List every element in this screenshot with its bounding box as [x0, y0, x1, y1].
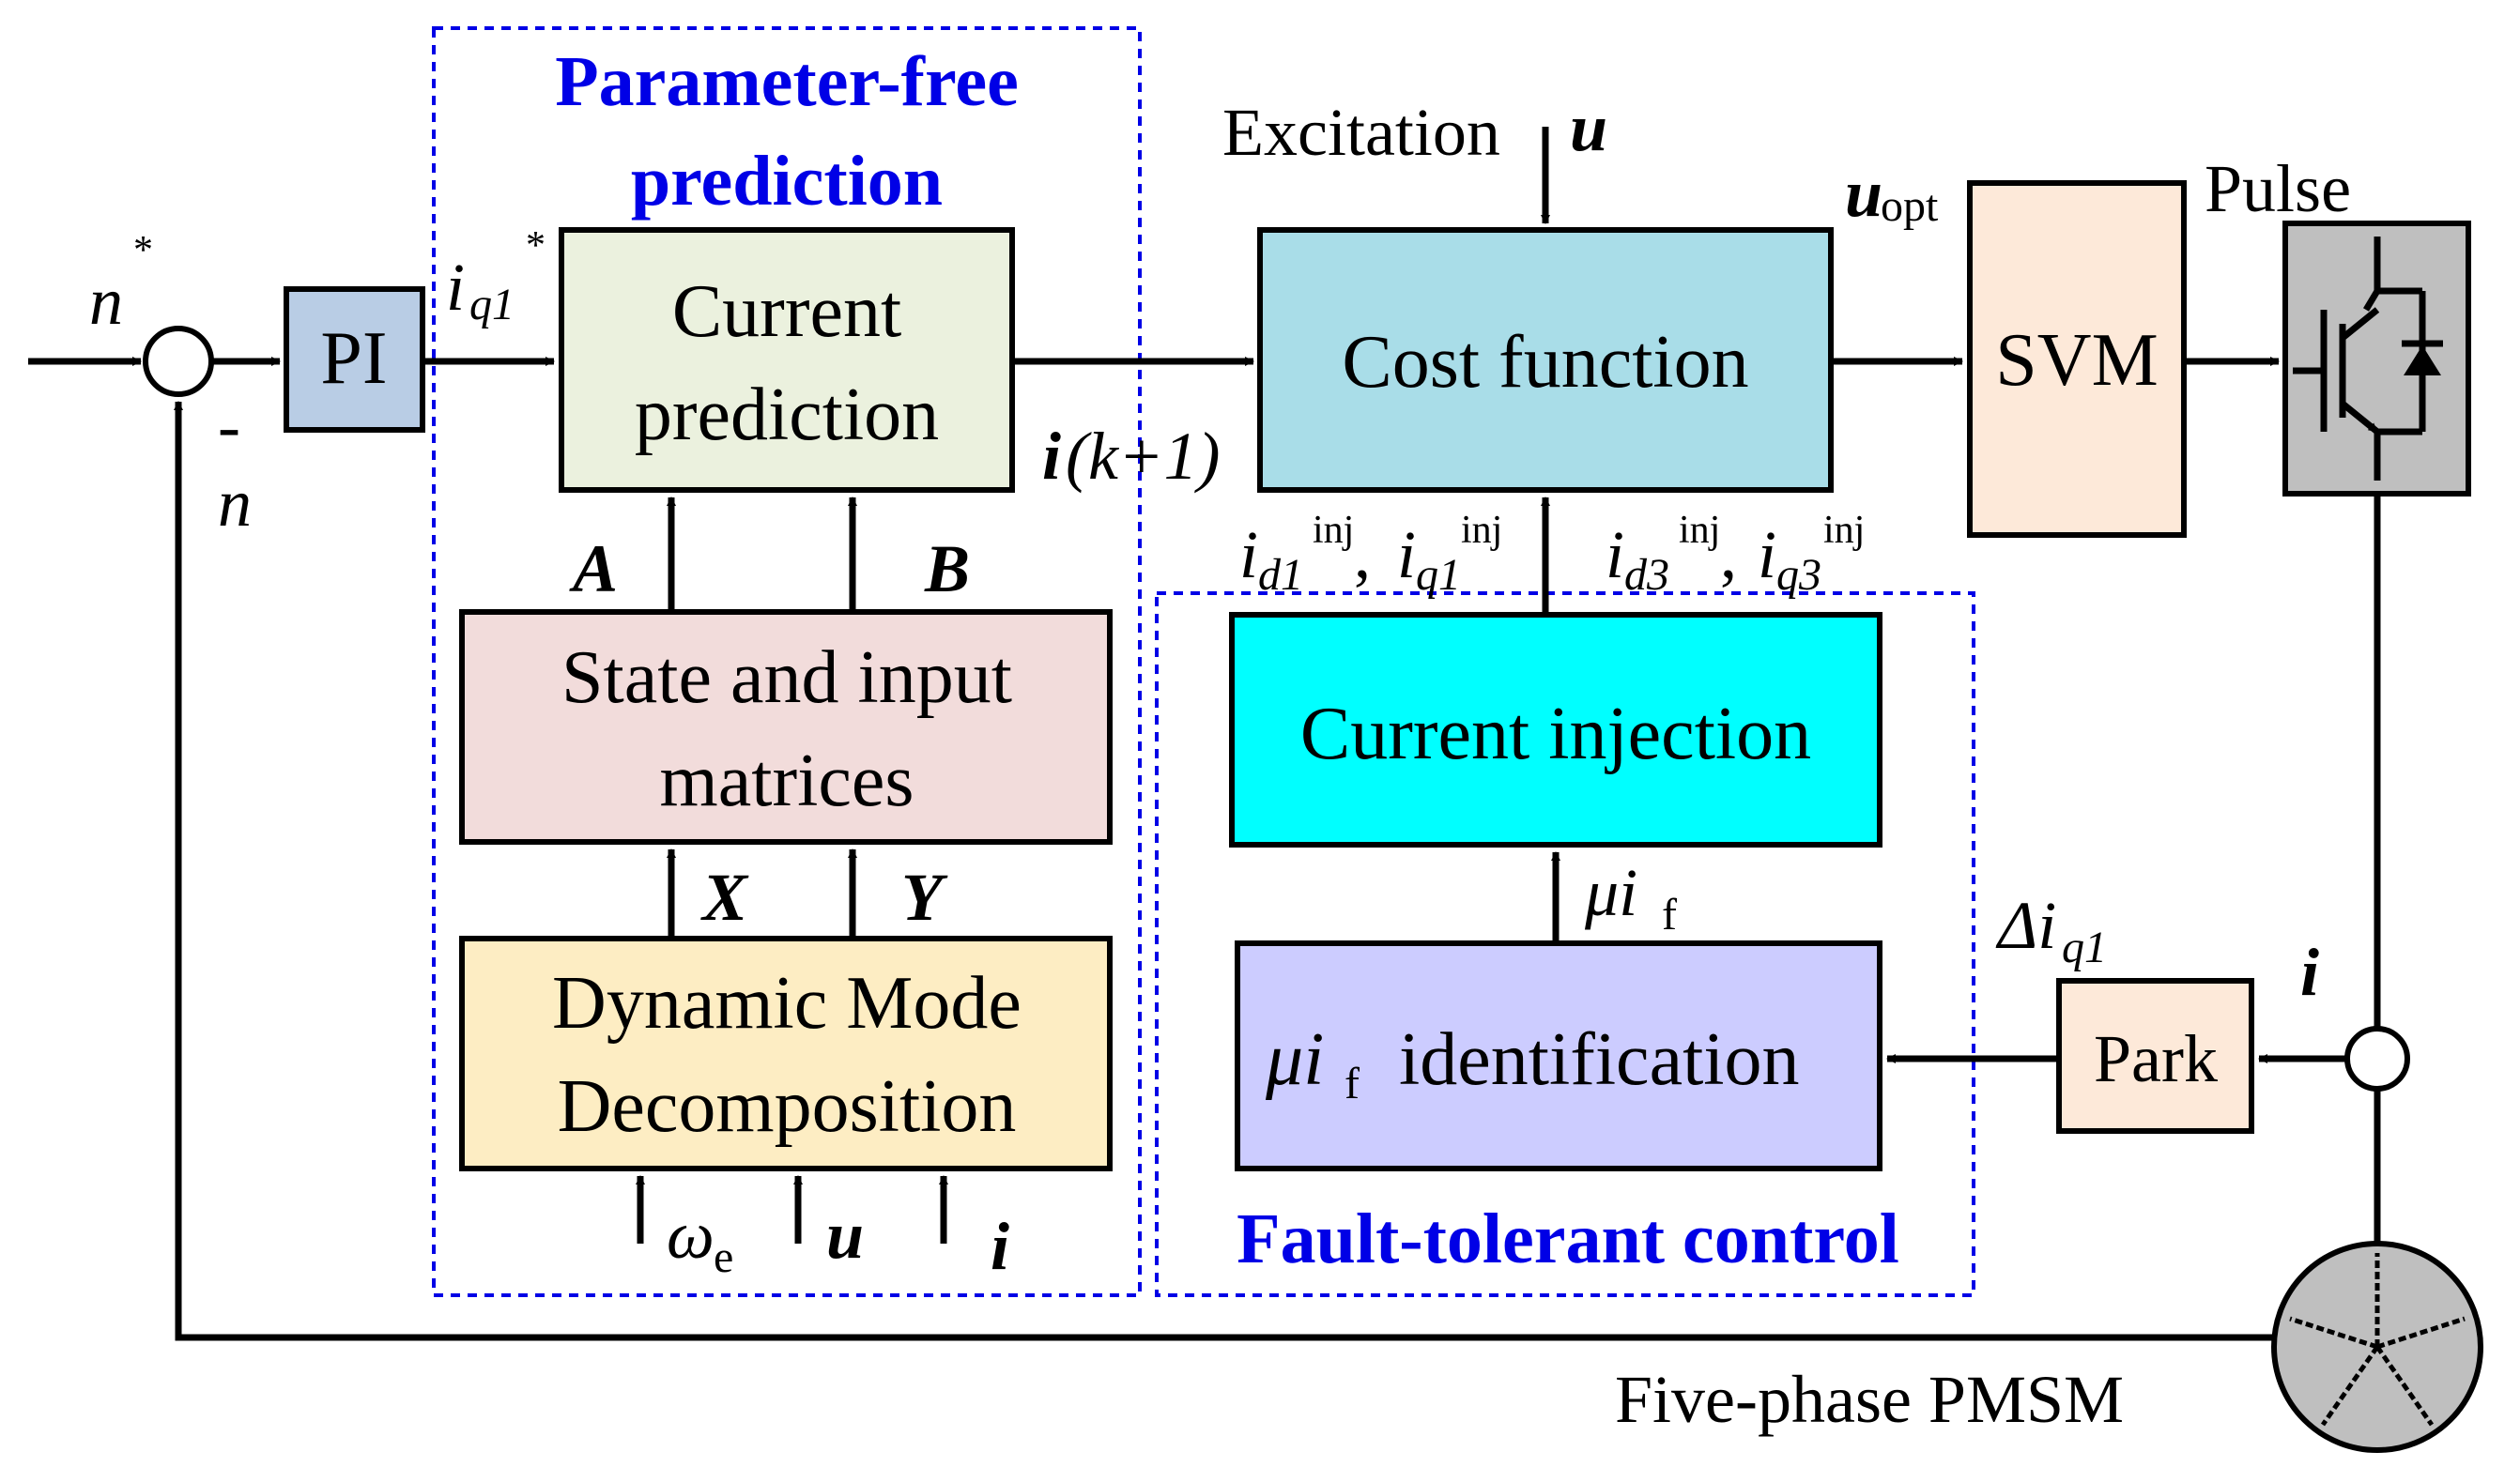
svg-text:,: ,	[1354, 517, 1371, 592]
svg-text:inj: inj	[1461, 509, 1502, 552]
dmd-block: Dynamic Mode Decomposition	[459, 936, 1113, 1171]
svg-text:d1: d1	[1258, 550, 1303, 600]
injected-current-labels-d1-q1: i d1 inj , i q1 inj	[1239, 509, 1502, 600]
iq1-ref-label: i	[446, 250, 465, 325]
pi-block: PI	[284, 286, 425, 433]
iq1-ref-star: *	[526, 224, 545, 267]
i-input-label: i	[991, 1209, 1009, 1284]
matrix-a-label: A	[569, 531, 618, 606]
n-ref-star: *	[133, 229, 153, 272]
svg-text:inj: inj	[1679, 509, 1720, 552]
svg-text:i: i	[1397, 517, 1416, 592]
ik1-label: i	[1042, 419, 1061, 494]
svg-text:i: i	[1606, 517, 1624, 592]
ik1-rest: (k+1)	[1066, 419, 1221, 494]
svg-text:i: i	[1758, 517, 1776, 592]
svg-text:Park: Park	[2094, 1021, 2218, 1096]
svg-text:,: ,	[1720, 517, 1737, 592]
signal-wires	[28, 127, 2381, 1341]
motor-label: Five-phase PMSM	[1615, 1362, 2124, 1437]
current-sensor-node	[2344, 1026, 2410, 1092]
inverter-icon	[2282, 221, 2471, 497]
svg-text:f: f	[1345, 1059, 1360, 1108]
parameter-free-title-line1: Parameter-free	[555, 42, 1019, 121]
omega-e-label: ω	[667, 1198, 715, 1273]
mu-if-identification-block: μi f identification	[1235, 940, 1882, 1171]
data-x-label: X	[700, 860, 749, 935]
u-opt-label: u	[1845, 156, 1882, 231]
svg-text:inj: inj	[1313, 509, 1354, 552]
svg-text:Dynamic Mode: Dynamic Mode	[552, 962, 1022, 1045]
data-y-label: Y	[901, 860, 948, 935]
current-injection-block: Current injection	[1229, 612, 1882, 848]
svm-block: SVM	[1967, 180, 2187, 538]
omega-e-sub: e	[714, 1232, 733, 1282]
mu-if-signal-sub: f	[1662, 890, 1677, 940]
fault-tolerant-title: Fault-tolerant control	[1237, 1200, 1899, 1278]
excitation-label: Excitation	[1222, 95, 1500, 170]
svg-text:i: i	[1239, 517, 1258, 592]
minus-sign: -	[218, 389, 240, 464]
cost-function-block: Cost function	[1257, 227, 1834, 493]
svg-text:μi: μi	[1265, 1018, 1324, 1101]
state-input-matrices-block: State and input matrices	[459, 609, 1113, 845]
svg-text:Decomposition: Decomposition	[558, 1065, 1017, 1148]
svg-text:q3: q3	[1776, 550, 1821, 600]
svg-text:State and input: State and input	[561, 636, 1012, 719]
svg-text:Current: Current	[672, 270, 901, 353]
svg-text:SVM: SVM	[1995, 319, 2158, 402]
pmsm-motor-icon	[2271, 1241, 2483, 1453]
svg-text:identification: identification	[1399, 1018, 1800, 1101]
parameter-free-title-line2: prediction	[631, 142, 943, 221]
svg-text:Current injection: Current injection	[1300, 693, 1811, 775]
fault-tolerant-control-group	[1155, 591, 1975, 1297]
n-ref-label: n	[89, 264, 123, 339]
parameter-free-prediction-group	[432, 26, 1142, 1297]
svg-text:inj: inj	[1823, 509, 1865, 552]
svg-text:PI: PI	[320, 317, 387, 400]
excitation-u-label: u	[1570, 90, 1607, 165]
svg-text:Cost function: Cost function	[1342, 321, 1748, 404]
delta-iq1-sub: q1	[2062, 923, 2107, 972]
park-block: Park	[2056, 978, 2254, 1134]
mu-if-signal-label: μi	[1584, 855, 1637, 930]
current-prediction-block: Current prediction	[559, 227, 1015, 493]
svg-text:d3: d3	[1624, 550, 1669, 600]
n-feedback-label: n	[218, 466, 252, 541]
svg-text:prediction: prediction	[635, 374, 939, 456]
iq1-ref-sub: q1	[469, 280, 515, 329]
delta-iq1-label: Δi	[1995, 888, 2056, 963]
i-park-label: i	[2300, 935, 2319, 1010]
svg-text:matrices: matrices	[660, 740, 914, 822]
injected-current-labels-d3-q3: i d3 inj , i q3 inj	[1606, 509, 1865, 600]
svg-text:q1: q1	[1416, 550, 1461, 600]
pulse-label: Pulse	[2205, 151, 2351, 226]
u-opt-sub: opt	[1881, 181, 1939, 231]
summing-junction	[143, 326, 214, 397]
matrix-b-label: B	[924, 531, 970, 606]
u-input-label: u	[826, 1198, 864, 1273]
